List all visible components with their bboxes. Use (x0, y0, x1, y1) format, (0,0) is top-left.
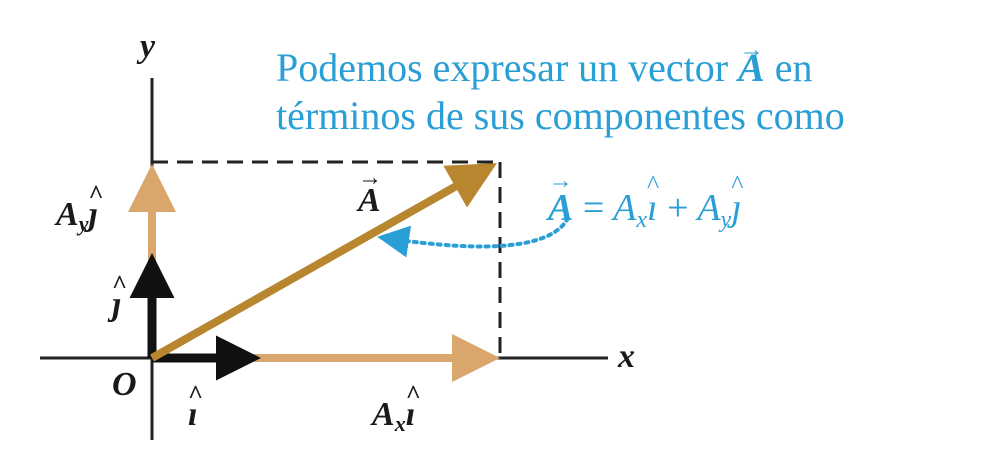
x-axis-label: x (618, 338, 635, 375)
origin-label: O (112, 366, 137, 403)
dotted-pointer-arrow (377, 216, 570, 258)
vector-a-arrow (150, 163, 497, 362)
unit-j-label: ^ȷ (112, 270, 128, 323)
caption-line-1: Podemos expresar un vector →A en (276, 37, 813, 90)
vector-a-label: →A (358, 165, 382, 219)
caption-line-2: términos de sus componentes como (276, 93, 845, 138)
caption-text: Podemos expresar un vector →A en término… (276, 37, 845, 140)
component-equation: →A = Ax^ı + Ay^ȷ (548, 168, 744, 233)
ax-component-label: Ax^ı (372, 380, 421, 436)
ay-component-label: Ay^ȷ (56, 180, 104, 236)
unit-i-label: ^ı (188, 380, 204, 433)
y-axis-label: y (140, 28, 156, 65)
